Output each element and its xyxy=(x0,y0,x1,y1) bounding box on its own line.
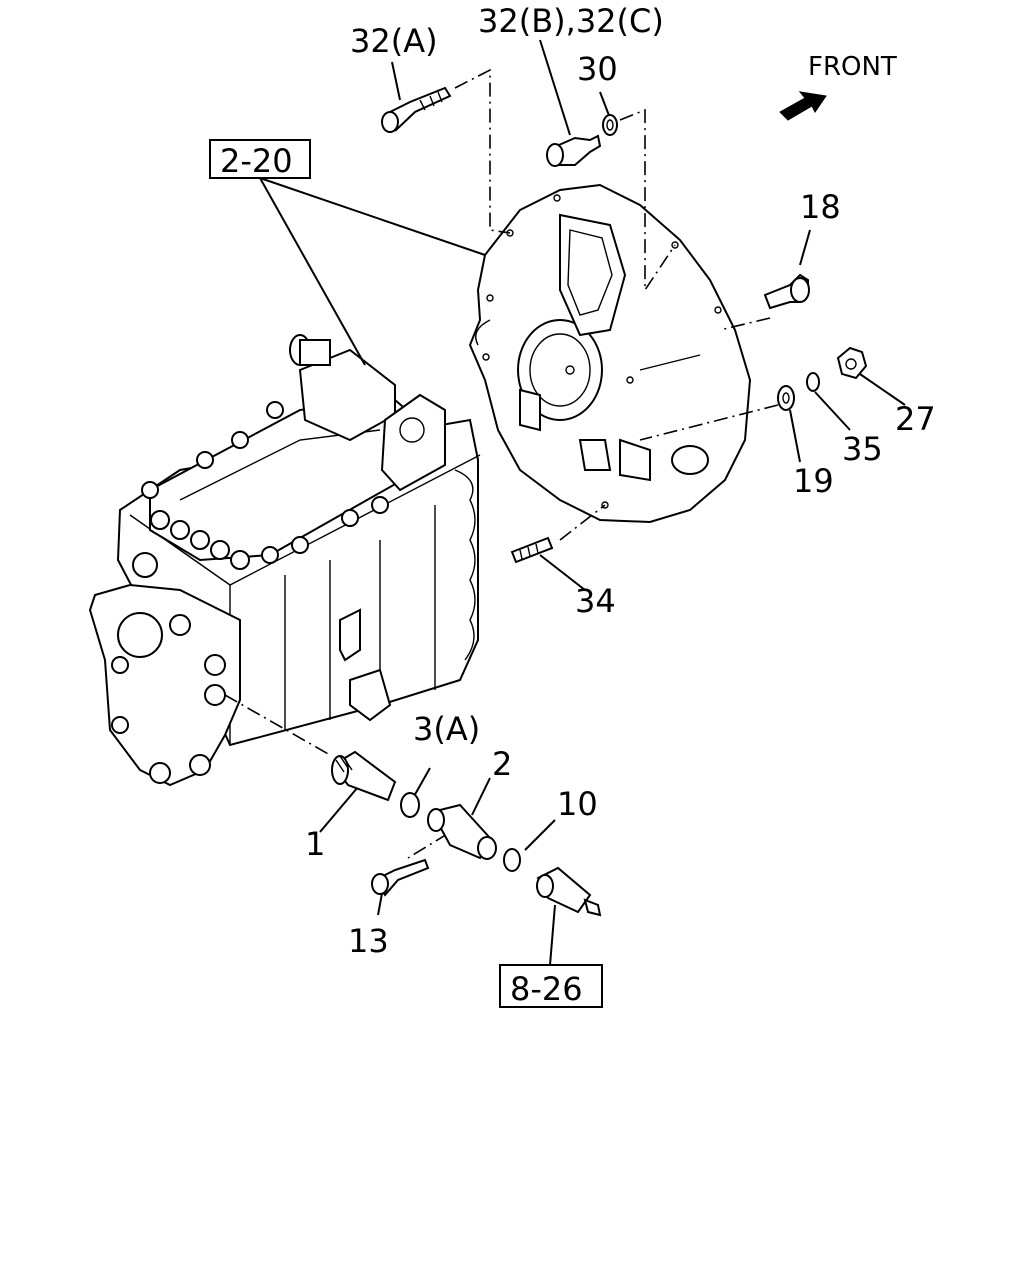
label-32a: 32(A) xyxy=(350,22,438,60)
label-2: 2 xyxy=(492,745,512,783)
part-speed-sensor xyxy=(536,866,602,917)
label-19: 19 xyxy=(793,462,834,500)
label-13: 13 xyxy=(348,922,389,960)
label-ref-2-20: 2-20 xyxy=(220,142,293,180)
part-18-bolt xyxy=(763,273,810,310)
part-32a-bolt xyxy=(381,86,452,133)
label-10: 10 xyxy=(557,785,598,823)
part-3a-oring xyxy=(400,792,420,818)
part-2-sleeve xyxy=(427,803,497,860)
label-35: 35 xyxy=(842,430,883,468)
part-27-nut xyxy=(836,346,868,380)
part-30-washer xyxy=(602,114,618,136)
label-32bc: 32(B),32(C) xyxy=(478,2,664,40)
label-front: FRONT xyxy=(808,52,897,82)
part-32bc-bolt xyxy=(546,134,602,167)
ref-box-8-26 xyxy=(499,964,603,1008)
clutch-housing xyxy=(468,183,752,524)
label-3a: 3(A) xyxy=(413,710,480,748)
part-34-stud xyxy=(510,536,554,564)
part-19-washer xyxy=(777,385,795,411)
label-ref-8-26: 8-26 xyxy=(510,970,583,1008)
part-13-bolt xyxy=(371,858,430,897)
label-18: 18 xyxy=(800,188,841,226)
part-1-driven-gear xyxy=(331,750,397,802)
label-34: 34 xyxy=(575,582,616,620)
label-30: 30 xyxy=(577,50,618,88)
ref-box-2-20 xyxy=(209,139,311,179)
part-35-lockwasher xyxy=(806,372,820,392)
transmission-assembly xyxy=(88,334,481,787)
front-arrow-icon xyxy=(779,91,827,121)
label-27: 27 xyxy=(895,400,936,438)
part-10-oring xyxy=(503,848,521,872)
label-1: 1 xyxy=(305,825,325,863)
